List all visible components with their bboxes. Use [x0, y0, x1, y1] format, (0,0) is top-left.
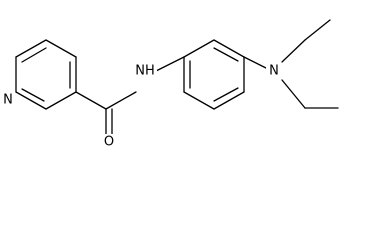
atom-labels: N O NH N — [1, 63, 282, 150]
bond — [281, 39, 306, 63]
pyridine-ring — [15, 39, 77, 110]
double-bond-inner — [21, 47, 47, 63]
label-background — [1, 92, 15, 108]
benzene-ring — [183, 39, 245, 110]
carbonyl-oxygen-label: O — [104, 135, 114, 150]
diethylamino-group — [243, 19, 339, 109]
label-background — [102, 134, 116, 150]
bond — [213, 39, 245, 58]
bond — [281, 79, 306, 109]
bond — [45, 39, 77, 58]
bond — [213, 91, 245, 110]
bond — [15, 91, 47, 110]
label-background — [266, 63, 282, 79]
bond — [153, 56, 185, 73]
structure-canvas: N O NH N — [1, 19, 339, 150]
bond — [183, 91, 215, 110]
amide-group — [75, 56, 185, 135]
double-bond-inner — [21, 88, 45, 102]
amine-nitrogen-label: N — [269, 64, 279, 79]
bond — [243, 56, 267, 69]
double-bond-inner — [213, 47, 239, 62]
amide-nh-label: NH — [135, 64, 155, 79]
label-background — [133, 63, 157, 79]
double-bond-inner — [213, 87, 239, 102]
pyridine-nitrogen-label: N — [3, 93, 13, 108]
molecule-diagram: N O NH N — [1, 19, 339, 150]
bond — [75, 91, 107, 110]
bond — [183, 39, 215, 58]
bond — [15, 39, 47, 58]
bond — [105, 91, 137, 110]
bond — [304, 19, 331, 41]
bond — [45, 91, 77, 110]
